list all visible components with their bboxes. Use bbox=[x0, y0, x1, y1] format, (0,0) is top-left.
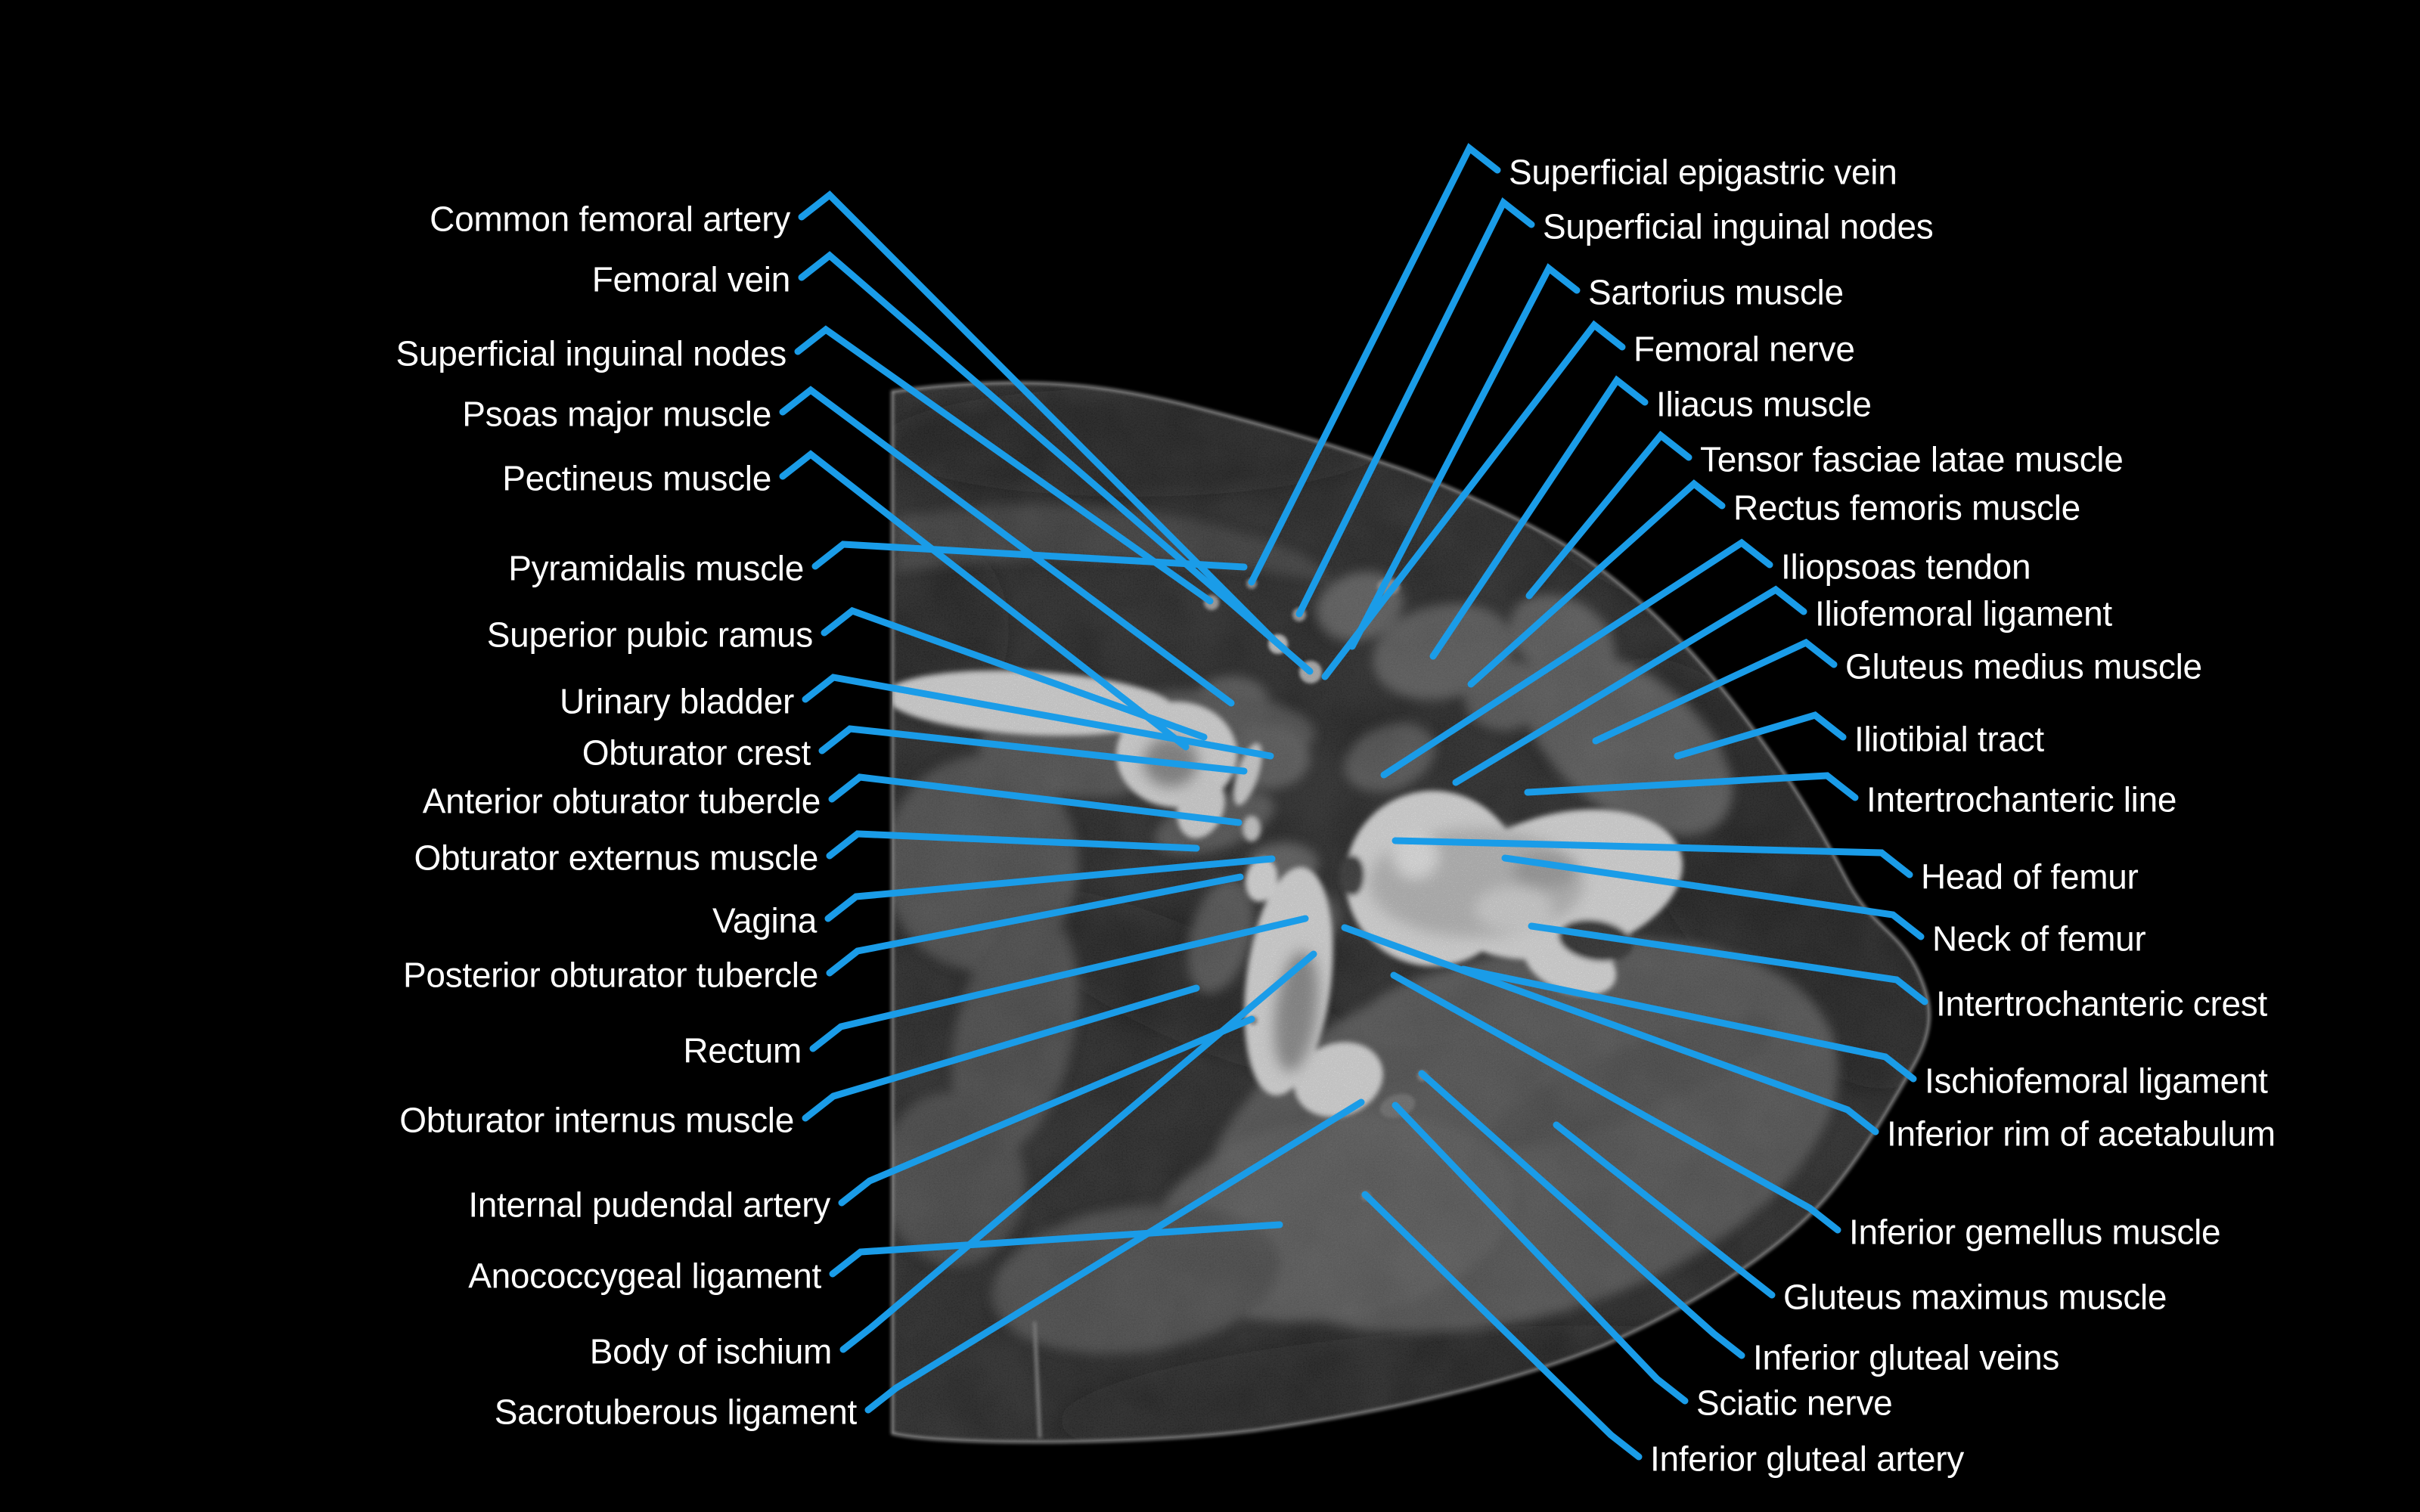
leader-line-common-femoral-artery bbox=[798, 190, 1280, 646]
leader-line-gluteus-medius-muscle bbox=[1592, 638, 1838, 745]
label-obturator-internus-muscle[interactable]: Obturator internus muscle bbox=[399, 1101, 794, 1140]
label-obturator-externus-muscle[interactable]: Obturator externus muscle bbox=[414, 838, 818, 878]
leader-line-inferior-gemellus-muscle bbox=[1390, 971, 1841, 1234]
label-superficial-inguinal-nodes[interactable]: Superficial inguinal nodes bbox=[396, 334, 787, 373]
label-obturator-crest[interactable]: Obturator crest bbox=[582, 733, 811, 773]
label-rectus-femoris-muscle[interactable]: Rectus femoris muscle bbox=[1733, 488, 2080, 528]
label-iliacus-muscle[interactable]: Iliacus muscle bbox=[1656, 385, 1872, 424]
label-femoral-vein[interactable]: Femoral vein bbox=[592, 260, 791, 299]
leader-line-neck-of-femur bbox=[1501, 854, 1925, 940]
leader-line-inferior-rim-of-acetabulum bbox=[1341, 924, 1879, 1136]
label-rectum[interactable]: Rectum bbox=[683, 1031, 802, 1070]
label-gluteus-maximus-muscle[interactable]: Gluteus maximus muscle bbox=[1783, 1278, 2167, 1317]
leader-line-rectus-femoris-muscle bbox=[1467, 479, 1726, 688]
leader-line-tensor-fasciae-latae-muscle bbox=[1525, 430, 1692, 600]
leader-line-rectum bbox=[809, 915, 1309, 1052]
leader-line-superior-pubic-ramus bbox=[821, 606, 1208, 741]
label-head-of-femur[interactable]: Head of femur bbox=[1921, 857, 2139, 897]
label-intertrochanteric-crest[interactable]: Intertrochanteric crest bbox=[1936, 984, 2268, 1024]
label-neck-of-femur[interactable]: Neck of femur bbox=[1932, 919, 2146, 959]
label-body-of-ischium[interactable]: Body of ischium bbox=[590, 1332, 833, 1371]
label-urinary-bladder[interactable]: Urinary bladder bbox=[560, 682, 794, 721]
label-pyramidalis-muscle[interactable]: Pyramidalis muscle bbox=[508, 549, 804, 588]
label-iliotibial-tract[interactable]: Iliotibial tract bbox=[1854, 720, 2045, 759]
label-ischiofemoral-ligament[interactable]: Ischiofemoral ligament bbox=[1925, 1061, 2268, 1101]
label-anococcygeal-ligament[interactable]: Anococcygeal ligament bbox=[468, 1256, 822, 1296]
leader-line-ischiofemoral-ligament bbox=[1460, 965, 1917, 1083]
label-superior-pubic-ramus[interactable]: Superior pubic ramus bbox=[487, 615, 814, 655]
leader-line-inferior-gluteal-artery bbox=[1361, 1191, 1643, 1461]
leader-line-iliacus-muscle bbox=[1429, 375, 1649, 660]
leader-line-sartorius-muscle bbox=[1348, 263, 1581, 650]
leader-line-femoral-nerve bbox=[1321, 320, 1626, 680]
label-superficial-inguinal-nodes[interactable]: Superficial inguinal nodes bbox=[1543, 207, 1934, 246]
label-anterior-obturator-tubercle[interactable]: Anterior obturator tubercle bbox=[423, 782, 821, 821]
label-common-femoral-artery[interactable]: Common femoral artery bbox=[430, 200, 790, 239]
leader-line-sacrotuberous-ligament bbox=[864, 1098, 1365, 1414]
label-sciatic-nerve[interactable]: Sciatic nerve bbox=[1696, 1383, 1893, 1423]
label-pectineus-muscle[interactable]: Pectineus muscle bbox=[502, 459, 771, 498]
leader-line-head-of-femur bbox=[1392, 837, 1913, 878]
leader-line-obturator-internus-muscle bbox=[802, 984, 1200, 1122]
leader-line-intertrochanteric-line bbox=[1524, 772, 1859, 801]
leader-lines bbox=[779, 143, 1928, 1461]
leader-line-iliotibial-tract bbox=[1674, 711, 1847, 760]
label-iliopsoas-tendon[interactable]: Iliopsoas tendon bbox=[1781, 547, 2031, 587]
leader-line-anterior-obturator-tubercle bbox=[828, 773, 1243, 826]
leader-line-pyramidalis-muscle bbox=[811, 541, 1248, 571]
label-vagina[interactable]: Vagina bbox=[712, 901, 818, 940]
label-gluteus-medius-muscle[interactable]: Gluteus medius muscle bbox=[1845, 647, 2202, 686]
label-femoral-nerve[interactable]: Femoral nerve bbox=[1634, 330, 1855, 369]
leader-line-pectineus-muscle bbox=[779, 450, 1190, 751]
leader-line-femoral-vein bbox=[798, 251, 1314, 675]
leader-line-vagina bbox=[824, 855, 1276, 922]
label-psoas-major-muscle[interactable]: Psoas major muscle bbox=[462, 395, 771, 434]
label-sacrotuberous-ligament[interactable]: Sacrotuberous ligament bbox=[495, 1393, 858, 1432]
label-inferior-rim-of-acetabulum[interactable]: Inferior rim of acetabulum bbox=[1887, 1114, 2276, 1154]
label-sartorius-muscle[interactable]: Sartorius muscle bbox=[1588, 273, 1844, 312]
leader-line-psoas-major-muscle bbox=[779, 386, 1235, 707]
label-inferior-gemellus-muscle[interactable]: Inferior gemellus muscle bbox=[1849, 1213, 2221, 1252]
leader-line-gluteus-maximus-muscle bbox=[1553, 1121, 1776, 1299]
label-inferior-gluteal-veins[interactable]: Inferior gluteal veins bbox=[1753, 1338, 2059, 1377]
leader-line-body-of-ischium bbox=[839, 950, 1317, 1353]
leader-line-anococcygeal-ligament bbox=[829, 1221, 1283, 1278]
label-inferior-gluteal-artery[interactable]: Inferior gluteal artery bbox=[1650, 1439, 1965, 1479]
label-tensor-fasciae-latae-muscle[interactable]: Tensor fasciae latae muscle bbox=[1700, 440, 2124, 479]
leader-line-internal-pudendal-artery bbox=[838, 1015, 1255, 1207]
label-intertrochanteric-line[interactable]: Intertrochanteric line bbox=[1866, 780, 2176, 820]
leader-line-posterior-obturator-tubercle bbox=[826, 873, 1244, 977]
label-superficial-epigastric-vein[interactable]: Superficial epigastric vein bbox=[1509, 153, 1897, 192]
leader-line-obturator-externus-muscle bbox=[826, 830, 1200, 860]
label-iliofemoral-ligament[interactable]: Iliofemoral ligament bbox=[1815, 594, 2113, 634]
label-posterior-obturator-tubercle[interactable]: Posterior obturator tubercle bbox=[403, 956, 818, 995]
leader-line-iliofemoral-ligament bbox=[1452, 585, 1807, 786]
leader-line-urinary-bladder bbox=[802, 674, 1274, 760]
leader-line-sciatic-nerve bbox=[1392, 1101, 1689, 1405]
leader-line-obturator-crest bbox=[818, 725, 1248, 775]
leader-line-intertrochanteric-crest bbox=[1528, 922, 1928, 1005]
leader-line-superficial-inguinal-nodes bbox=[1295, 197, 1535, 618]
label-internal-pudendal-artery[interactable]: Internal pudendal artery bbox=[468, 1185, 830, 1225]
leader-line-superficial-epigastric-vein bbox=[1248, 143, 1501, 586]
leader-line-superficial-inguinal-nodes bbox=[794, 325, 1214, 605]
leader-line-iliopsoas-tendon bbox=[1380, 538, 1773, 779]
leader-line-inferior-gluteal-veins bbox=[1418, 1070, 1745, 1359]
